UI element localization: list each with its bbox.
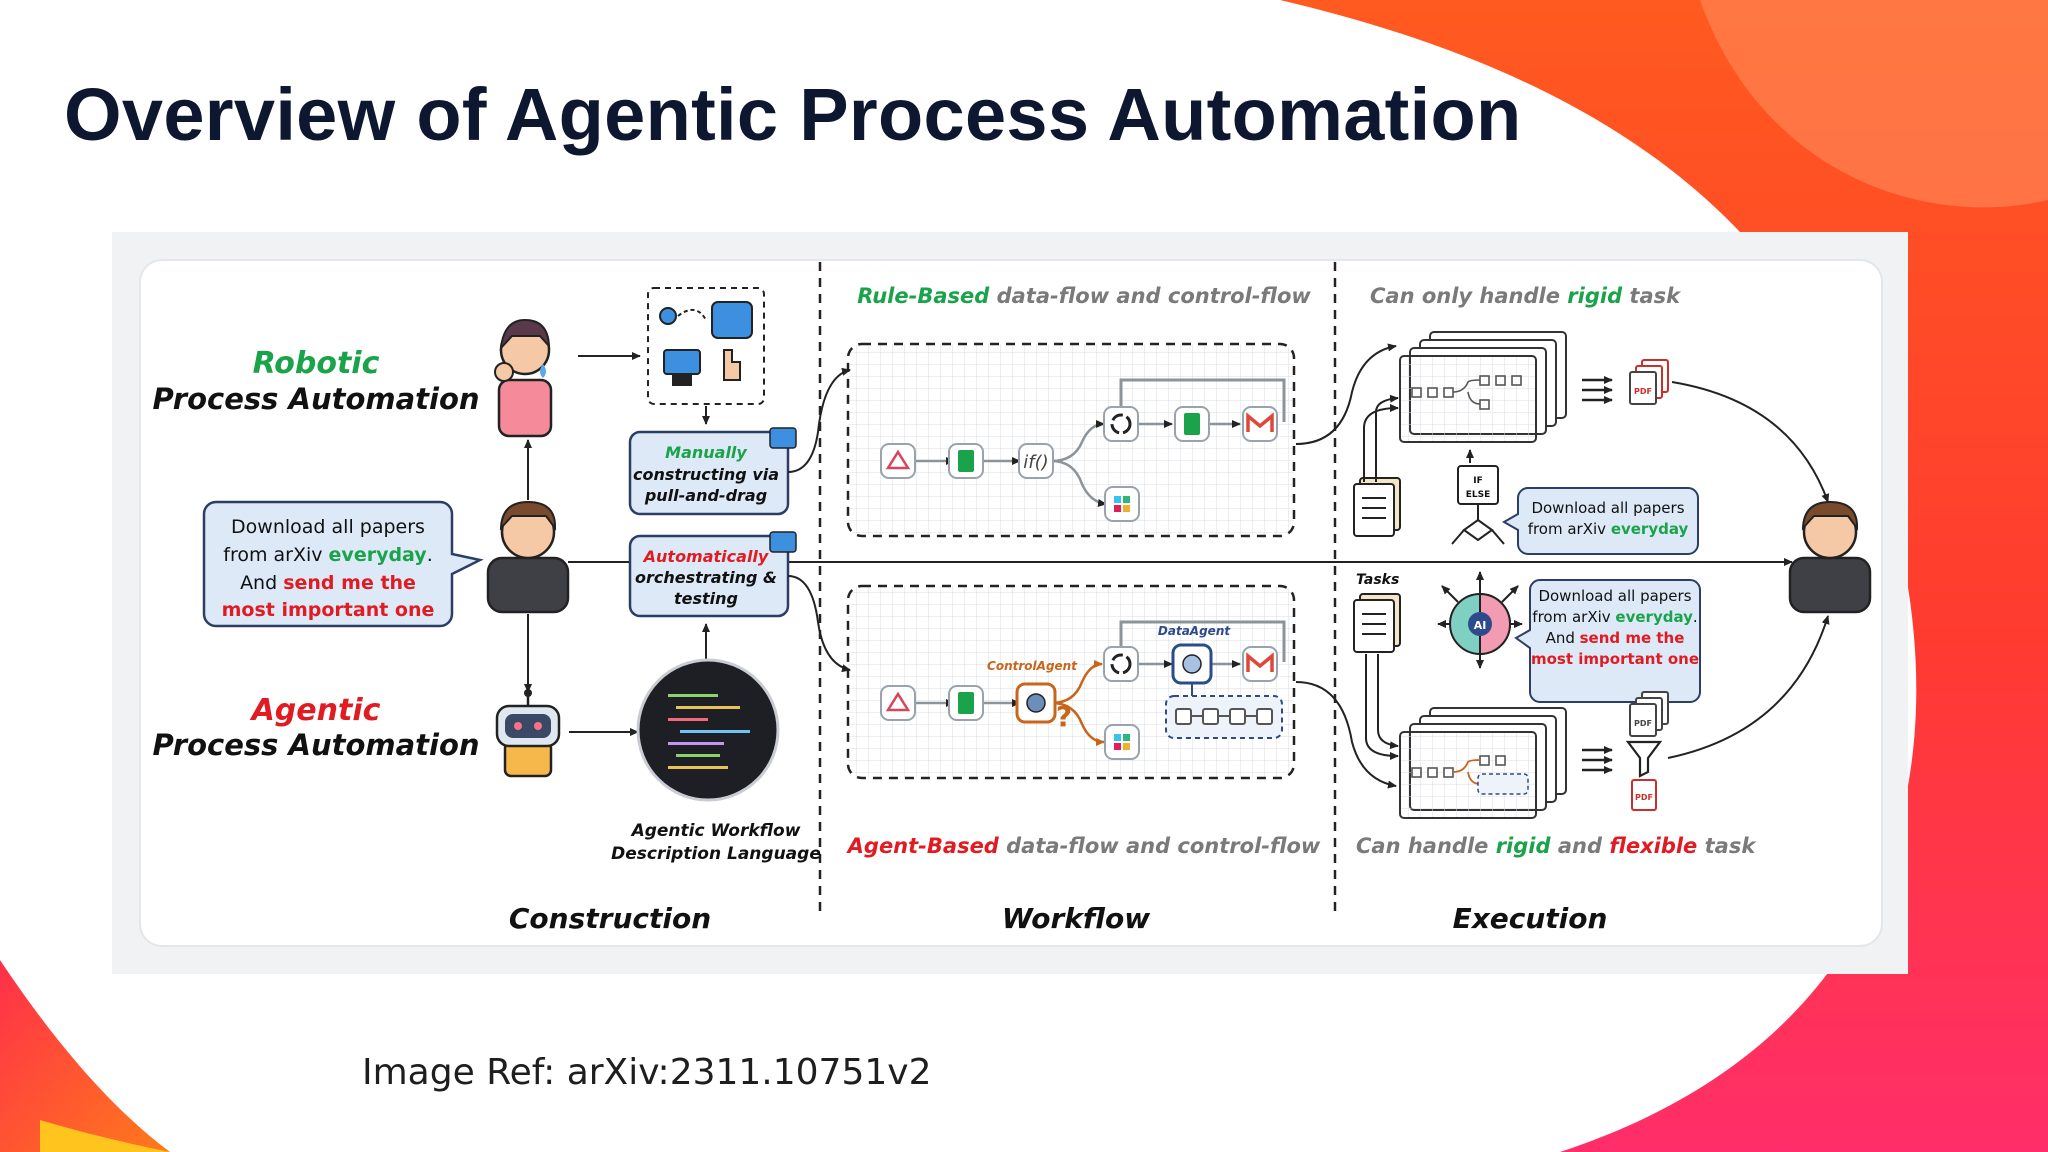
pdf-files-icon: PDF xyxy=(1629,359,1669,405)
svg-text:ControlAgent: ControlAgent xyxy=(987,659,1078,673)
section-label-workflow: Workflow xyxy=(1002,902,1150,935)
rpa-label-line1: Robotic xyxy=(253,346,380,381)
peach-blob-top-right xyxy=(1700,0,2048,208)
svg-text:from arXiv everyday.: from arXiv everyday. xyxy=(223,544,432,566)
tasks-label: Tasks xyxy=(1356,572,1399,588)
instruction-speech-bubble: Download all papers from arXiv everyday.… xyxy=(202,500,484,628)
svg-text:most important one: most important one xyxy=(1531,650,1699,668)
robot-icon xyxy=(495,689,561,778)
task-document-icon xyxy=(1353,477,1401,537)
if-else-decision-icon: IF ELSE xyxy=(1451,465,1505,545)
apa-overview-diagram: Robotic Process Automation Agentic Proce… xyxy=(139,259,1883,947)
image-reference: Image Ref: arXiv:2311.10751v2 xyxy=(362,1052,932,1093)
filter-funnel-icon xyxy=(1625,740,1663,778)
pdf-files-icon: PDF xyxy=(1629,691,1669,737)
triple-arrow-icon xyxy=(1582,746,1613,774)
orange-blob-bottom-left xyxy=(0,960,170,1152)
svg-text:from arXiv everyday: from arXiv everyday xyxy=(1528,520,1689,538)
svg-text:pull-and-drag: pull-and-drag xyxy=(644,486,767,505)
svg-text:testing: testing xyxy=(674,589,738,608)
svg-text:constructing via: constructing via xyxy=(633,465,779,484)
apa-label-line2: Process Automation xyxy=(152,728,479,762)
rule-based-caption: Rule-Based data-flow and control-flow xyxy=(857,284,1311,308)
svg-text:Automatically: Automatically xyxy=(642,547,769,566)
ai-brain-icon: AI xyxy=(1437,571,1523,669)
output-user-icon xyxy=(1788,500,1872,614)
automatic-orchestration-box: Automatically orchestrating & testing xyxy=(628,531,797,618)
task-document-icon xyxy=(1353,593,1401,653)
execution-bubble-rigid: Download all papers from arXiv everyday xyxy=(1501,487,1699,555)
user-icon xyxy=(486,500,570,614)
svg-text:from arXiv everyday.: from arXiv everyday. xyxy=(1532,608,1697,626)
svg-text:IF: IF xyxy=(1473,476,1483,486)
svg-text:most important one: most important one xyxy=(222,599,435,621)
svg-text:Manually: Manually xyxy=(665,443,747,462)
execution-bubble-flexible: Download all papers from arXiv everyday.… xyxy=(1514,579,1701,703)
svg-text:orchestrating &: orchestrating & xyxy=(635,568,777,587)
svg-text:Download all papers: Download all papers xyxy=(231,516,425,538)
svg-text:PDF: PDF xyxy=(1634,387,1652,396)
awdl-label-line1: Agentic Workflow xyxy=(630,821,801,841)
svg-text:PDF: PDF xyxy=(1635,793,1653,802)
yellow-accent-bottom-left xyxy=(40,1120,170,1152)
svg-text:Download all papers: Download all papers xyxy=(1531,499,1684,517)
triple-arrow-icon xyxy=(1582,376,1613,404)
svg-text:And send me the: And send me the xyxy=(240,572,416,594)
agent-based-caption: Agent-Based data-flow and control-flow xyxy=(846,834,1321,858)
section-label-execution: Execution xyxy=(1453,902,1608,935)
rule-based-workflow: if() xyxy=(846,342,1296,538)
svg-text:PDF: PDF xyxy=(1634,719,1652,728)
code-description-icon xyxy=(636,658,780,802)
apa-label-line1: Agentic xyxy=(250,693,381,728)
svg-text:ELSE: ELSE xyxy=(1466,490,1491,500)
diagram-image: Robotic Process Automation Agentic Proce… xyxy=(112,232,1908,974)
agent-based-workflow: ControlAgent ? DataAgent xyxy=(846,584,1296,780)
svg-text:if(): if() xyxy=(1023,452,1048,473)
flexible-task-caption: Can handle rigid and flexible task xyxy=(1356,834,1757,858)
rigid-task-caption: Can only handle rigid task xyxy=(1370,284,1682,308)
stressed-person-icon xyxy=(494,318,553,438)
drag-and-drop-icon xyxy=(647,287,765,405)
slide-title: Overview of Agentic Process Automation xyxy=(64,73,1522,156)
awdl-label-line2: Description Language xyxy=(611,844,821,864)
svg-text:Download all papers: Download all papers xyxy=(1538,587,1691,605)
svg-text:And send me the: And send me the xyxy=(1546,629,1685,647)
rigid-execution-cards xyxy=(1399,331,1567,443)
pdf-file-icon: PDF xyxy=(1631,779,1657,811)
svg-text:DataAgent: DataAgent xyxy=(1158,624,1231,638)
manual-construction-box: Manually constructing via pull-and-drag xyxy=(628,427,797,516)
flexible-execution-cards xyxy=(1399,707,1567,819)
svg-text:?: ? xyxy=(1056,700,1072,733)
rpa-label-line2: Process Automation xyxy=(152,382,479,416)
section-label-construction: Construction xyxy=(509,902,711,935)
svg-text:AI: AI xyxy=(1474,619,1487,632)
